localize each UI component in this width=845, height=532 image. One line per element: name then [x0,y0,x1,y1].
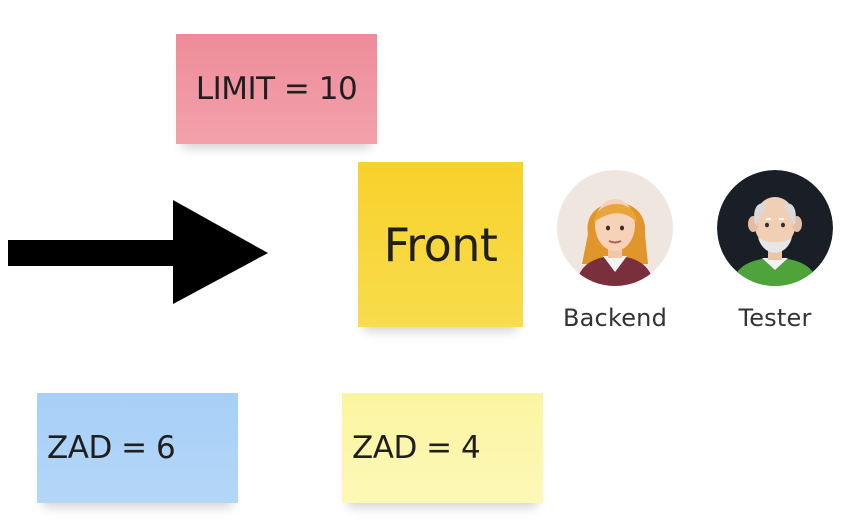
sticky-note-zad-4[interactable]: ZAD = 4 [342,393,543,503]
avatar-label: Backend [562,304,668,332]
sticky-note-limit[interactable]: LIMIT = 10 [176,34,377,144]
sticky-note-text: Front [383,217,498,272]
old-man-avatar-icon [717,170,833,286]
sticky-note-text: LIMIT = 10 [195,71,358,107]
avatar-backend[interactable]: Backend [545,170,685,332]
avatar-tester[interactable]: Tester [705,170,845,332]
sticky-note-zad-6[interactable]: ZAD = 6 [37,393,238,503]
sticky-note-text: ZAD = 6 [47,430,176,466]
woman-avatar-icon [557,170,673,286]
sticky-note-text: ZAD = 4 [352,430,481,466]
sticky-note-front[interactable]: Front [358,162,523,327]
arrow-right-icon[interactable] [8,200,268,304]
avatar-label: Tester [738,304,812,332]
